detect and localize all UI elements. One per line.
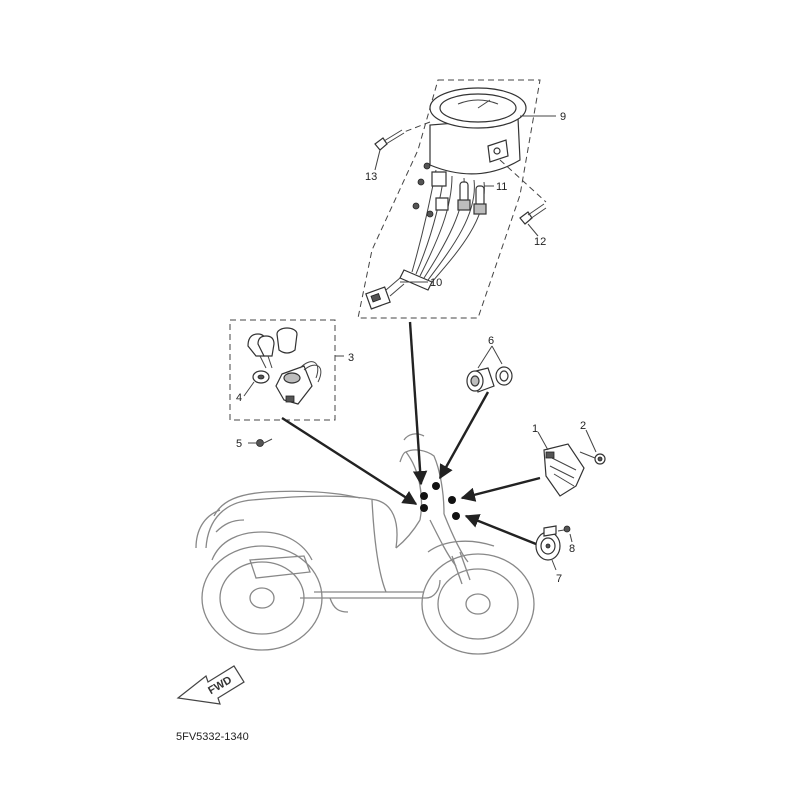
arrow-horn-to-mount (464, 514, 537, 546)
callout-5: 5 (236, 438, 242, 450)
callout-8: 8 (569, 543, 575, 555)
scooter-outline (195, 433, 535, 655)
part-1-rectifier (543, 443, 585, 497)
switch-nut-4 (252, 370, 270, 384)
callout-9: 9 (560, 111, 566, 123)
part-7-horn (535, 525, 561, 561)
main-switch-dashed-outline (229, 319, 336, 421)
fwd-direction-arrow: FWD (176, 665, 245, 705)
main-switch-body (275, 361, 322, 405)
meter-assembly-dashed-outline (357, 79, 541, 319)
arrow-rectifier-to-mount (460, 476, 541, 502)
screw-2 (579, 451, 606, 465)
callout-13: 13 (365, 171, 377, 183)
ignition-keys (247, 333, 275, 369)
callout-1: 1 (532, 423, 538, 435)
screw-12 (519, 203, 547, 225)
mount-points (420, 482, 460, 520)
callout-12: 12 (534, 236, 546, 248)
screw-13 (374, 129, 405, 151)
callout-7: 7 (556, 573, 562, 585)
diagram-reference-code: 5FV5332-1340 (176, 731, 249, 743)
meter-bulbs (457, 181, 487, 215)
main-switch-group (229, 319, 336, 421)
callout-2: 2 (580, 420, 586, 432)
callout-11: 11 (496, 181, 507, 193)
arrow-relay-to-mount (438, 391, 490, 480)
callout-3: 3 (348, 352, 354, 364)
screw-5 (248, 438, 273, 447)
callout-10: 10 (430, 277, 442, 289)
callout-6: 6 (488, 335, 494, 347)
meter-assembly-group (357, 79, 541, 319)
arrow-switch-to-mount (281, 416, 418, 506)
bolt-8 (557, 525, 571, 533)
switch-cover-cap (276, 327, 298, 354)
speedometer-gauge (429, 87, 527, 175)
part-6-relay (466, 366, 513, 393)
bulb-sockets-left (412, 162, 449, 218)
arrow-meter-to-mount (408, 321, 428, 486)
callout-4: 4 (236, 392, 242, 404)
